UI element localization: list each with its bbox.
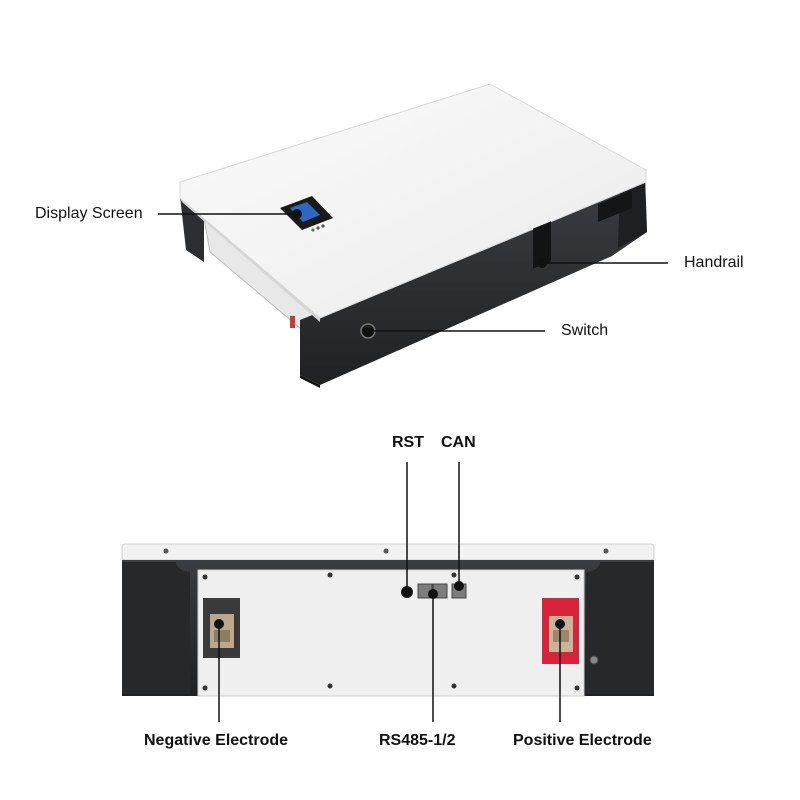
plate-screw xyxy=(451,572,457,578)
strip-screw xyxy=(603,548,609,554)
plate-screw xyxy=(574,574,580,580)
top-leader-dots xyxy=(292,209,547,336)
handrail-recess xyxy=(533,221,551,269)
bottom-leader-lines xyxy=(218,462,561,722)
positive-dot xyxy=(555,619,565,629)
battery-front-side xyxy=(300,180,647,385)
label-switch: Switch xyxy=(561,322,609,339)
display-button-dot xyxy=(321,224,325,228)
plate-screw xyxy=(574,685,580,691)
battery-bottom-shadow xyxy=(300,375,320,388)
display-button-dot xyxy=(316,226,320,230)
top-leader-lines xyxy=(158,213,668,332)
display-screen-dot xyxy=(292,209,302,219)
plate-screw xyxy=(327,683,333,689)
rear-left-cutout xyxy=(122,562,190,694)
rear-right-cutout xyxy=(586,562,654,694)
rst-dot xyxy=(402,587,412,597)
right-handle xyxy=(598,190,632,222)
plate-screw xyxy=(202,574,208,580)
ground-screw xyxy=(589,655,599,665)
label-can: CAN xyxy=(441,434,476,451)
label-display-screen: Display Screen xyxy=(35,205,143,222)
plate-screw xyxy=(451,683,457,689)
battery-top-edge xyxy=(180,198,320,322)
rs485-dot xyxy=(428,589,438,599)
switch-dot xyxy=(363,326,373,336)
label-negative-electrode: Negative Electrode xyxy=(144,732,289,749)
display-button-dot xyxy=(311,228,315,232)
handrail-dot xyxy=(537,258,547,268)
label-rs485: RS485-1/2 xyxy=(379,732,456,749)
strip-screw xyxy=(383,548,389,554)
plate-screw xyxy=(327,572,333,578)
can-dot xyxy=(454,581,464,591)
battery-iso-view xyxy=(179,83,647,388)
label-positive-electrode: Positive Electrode xyxy=(513,732,652,749)
negative-dot xyxy=(214,619,224,629)
battery-rear-view xyxy=(121,543,655,697)
negative-terminal-bolt xyxy=(214,630,230,642)
label-handrail: Handrail xyxy=(684,254,744,271)
plate-screws xyxy=(202,572,580,691)
rear-inner-plate xyxy=(197,569,585,697)
label-rst: RST xyxy=(392,434,424,451)
left-red-accent xyxy=(290,316,295,328)
positive-terminal-bolt xyxy=(553,630,569,642)
display-screen-inner xyxy=(290,202,320,222)
plate-screw xyxy=(202,685,208,691)
bottom-leader-dots xyxy=(214,581,565,629)
strip-screw xyxy=(163,548,169,554)
